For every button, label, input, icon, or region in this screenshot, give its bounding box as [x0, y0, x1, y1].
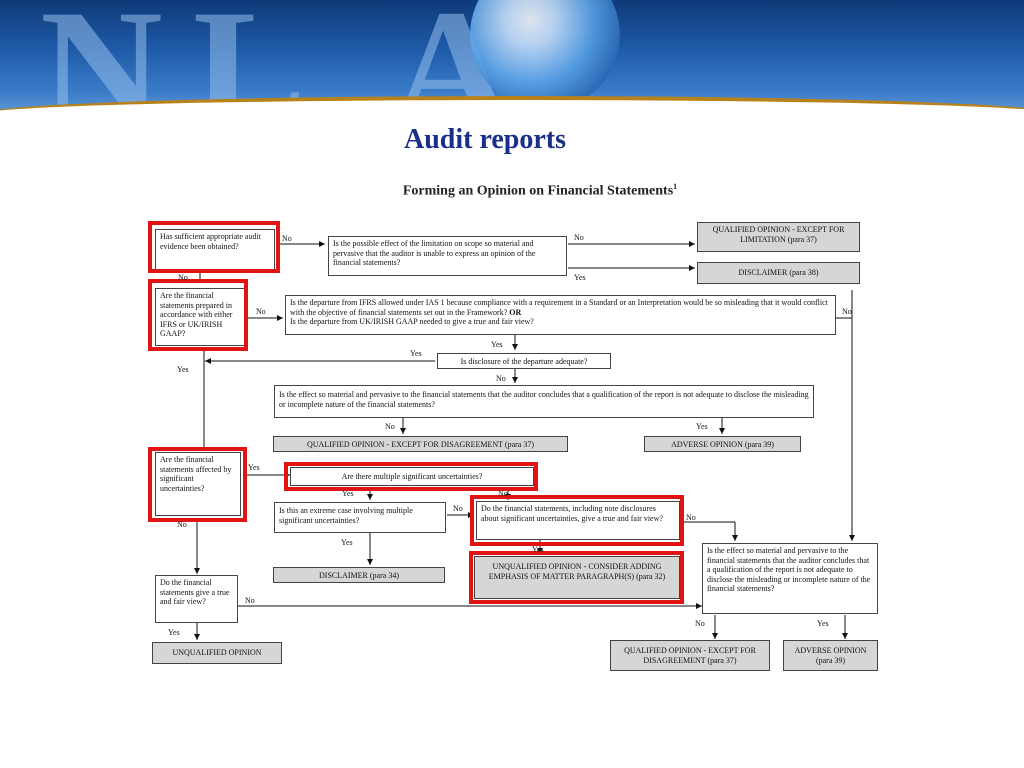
label-no: No [498, 489, 508, 498]
outcome-unqualified-opinion: UNQUALIFIED OPINION [152, 642, 282, 664]
outcome-qualified-disagreement-final: QUALIFIED OPINION - EXCEPT FOR DISAGREEM… [610, 640, 770, 671]
label-no: No [574, 233, 584, 242]
outcome-qualified-disagreement-37: QUALIFIED OPINION - EXCEPT FOR DISAGREEM… [273, 436, 568, 452]
question-material-departure: Is the effect so material and pervasive … [274, 385, 814, 418]
label-yes: Yes [817, 619, 829, 628]
label-yes: Yes [491, 340, 503, 349]
header-banner: NL A [0, 0, 1024, 122]
label-no: No [256, 307, 266, 316]
label-no: No [496, 374, 506, 383]
question-significant-uncertainties: Are the financial statements affected by… [155, 452, 241, 516]
outcome-disclaimer-para-38: DISCLAIMER (para 38) [697, 262, 860, 284]
outcome-adverse-final: ADVERSE OPINION (para 39) [783, 640, 878, 671]
departure-text-2: Is the departure from UK/IRISH GAAP need… [290, 317, 534, 326]
label-no: No [177, 520, 187, 529]
question-limitation-scope: Is the possible effect of the limitation… [328, 236, 567, 276]
question-true-fair-view: Do the financial statements give a true … [155, 575, 238, 623]
label-yes: Yes [177, 365, 189, 374]
label-no: No [453, 504, 463, 513]
label-no: No [385, 422, 395, 431]
outcome-unqualified-emphasis: UNQUALIFIED OPINION - CONSIDER ADDING EM… [474, 556, 680, 599]
label-yes: Yes [168, 628, 180, 637]
outcome-qualified-limitation: QUALIFIED OPINION - EXCEPT FOR LIMITATIO… [697, 222, 860, 252]
label-no: No [686, 513, 696, 522]
label-yes: Yes [410, 349, 422, 358]
question-audit-evidence: Has sufficient appropriate audit evidenc… [155, 229, 275, 271]
label-yes: Yes [248, 463, 260, 472]
label-yes: Yes [532, 545, 544, 554]
outcome-adverse-opinion-39: ADVERSE OPINION (para 39) [644, 436, 801, 452]
departure-or: OR [509, 307, 522, 317]
departure-text-1: Is the departure from IFRS allowed under… [290, 298, 828, 317]
label-no: No [695, 619, 705, 628]
question-ifrs-gaap: Are the financial statements prepared in… [155, 288, 245, 346]
outcome-disclaimer-para-34: DISCLAIMER (para 34) [273, 567, 445, 583]
footnote-marker: 1 [673, 182, 678, 191]
label-no: No [245, 596, 255, 605]
question-extreme-case: Is this an extreme case involving multip… [274, 502, 446, 533]
question-disclosure-adequate: Is disclosure of the departure adequate? [437, 353, 611, 369]
label-no: No [842, 307, 852, 316]
label-yes: Yes [342, 489, 354, 498]
label-no: No [282, 234, 292, 243]
flowchart-title-text: Forming an Opinion on Financial Statemen… [402, 183, 674, 199]
label-yes: Yes [574, 273, 586, 282]
question-multiple-uncertainties: Are there multiple significant uncertain… [290, 467, 534, 486]
label-yes: Yes [341, 538, 353, 547]
slide-title: Audit reports [403, 124, 567, 155]
question-departure: Is the departure from IFRS allowed under… [285, 295, 836, 335]
flowchart-title: Forming an Opinion on Financial Statemen… [0, 182, 1024, 200]
label-no: No [178, 273, 188, 282]
question-material-final: Is the effect so material and pervasive … [702, 543, 878, 614]
banner-swoosh [0, 96, 1024, 122]
label-yes: Yes [696, 422, 708, 431]
question-disclosures-true-fair: Do the financial statements, including n… [476, 501, 680, 540]
